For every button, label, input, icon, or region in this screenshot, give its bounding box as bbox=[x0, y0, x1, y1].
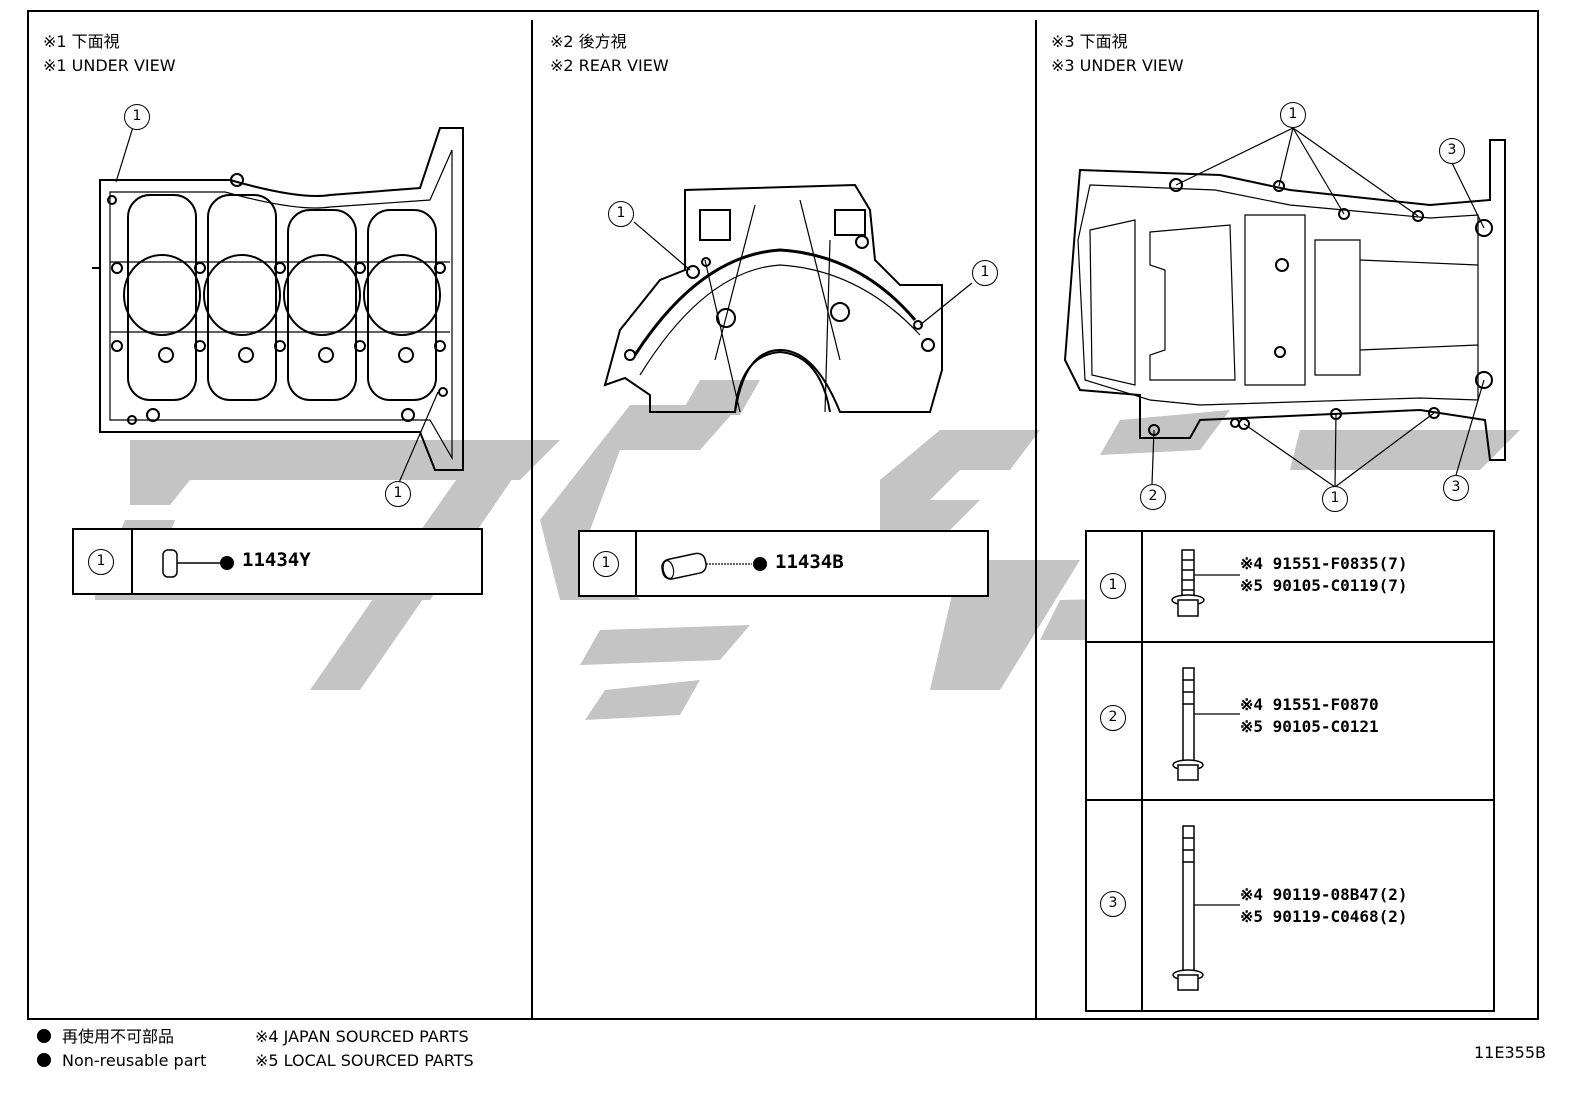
legend-note-4: ※4 JAPAN SOURCED PARTS bbox=[255, 1027, 469, 1046]
bolt-2-part-line1: ※4 91551-F0870 bbox=[1240, 695, 1379, 714]
figure-id: 11E355B bbox=[1474, 1043, 1546, 1062]
panel1-header-en: ※1 UNDER VIEW bbox=[43, 56, 176, 75]
callout-1: 1 bbox=[1322, 486, 1348, 512]
panel3-header-en: ※3 UNDER VIEW bbox=[1051, 56, 1184, 75]
bolt-3-part-line1: ※4 90119-08B47(2) bbox=[1240, 885, 1408, 904]
callout-1: 1 bbox=[972, 260, 998, 286]
part-table-panel2 bbox=[578, 530, 989, 597]
callout-3: 3 bbox=[1439, 138, 1465, 164]
part-table-panel1 bbox=[72, 528, 483, 595]
panel2-header-ja: ※2 後方視 bbox=[550, 32, 627, 51]
legend-non-reusable-ja: 再使用不可部品 bbox=[62, 1027, 175, 1046]
legend-non-reusable-en: Non-reusable part bbox=[62, 1051, 207, 1070]
legend-note-5: ※5 LOCAL SOURCED PARTS bbox=[255, 1051, 474, 1070]
diagram-frame bbox=[27, 10, 1539, 1020]
bolt-2-part-line2: ※5 90105-C0121 bbox=[1240, 717, 1379, 736]
ref-circle: 1 bbox=[88, 549, 114, 575]
panel1-header-ja: ※1 下面視 bbox=[43, 32, 120, 51]
bolt-3-part-line2: ※5 90119-C0468(2) bbox=[1240, 907, 1408, 926]
panel3-header-ja: ※3 下面視 bbox=[1051, 32, 1128, 51]
bolt-1-part-line1: ※4 91551-F0835(7) bbox=[1240, 554, 1408, 573]
callout-3: 3 bbox=[1443, 475, 1469, 501]
ref-circle: 1 bbox=[593, 551, 619, 577]
callout-1: 1 bbox=[608, 201, 634, 227]
ref-circle: 2 bbox=[1100, 705, 1126, 731]
ref-circle: 1 bbox=[1100, 573, 1126, 599]
part-number: 11434B bbox=[775, 551, 844, 573]
callout-1: 1 bbox=[124, 104, 150, 130]
callout-1: 1 bbox=[1280, 102, 1306, 128]
panel2-header-en: ※2 REAR VIEW bbox=[550, 56, 669, 75]
callout-2: 2 bbox=[1140, 484, 1166, 510]
non-reusable-bullet-icon bbox=[37, 1029, 51, 1043]
panel-divider bbox=[531, 20, 533, 1020]
non-reusable-bullet-icon bbox=[37, 1053, 51, 1067]
panel-divider bbox=[1035, 20, 1037, 1020]
callout-1: 1 bbox=[385, 481, 411, 507]
ref-circle: 3 bbox=[1100, 891, 1126, 917]
part-number: 11434Y bbox=[242, 549, 311, 571]
bolt-1-part-line2: ※5 90105-C0119(7) bbox=[1240, 576, 1408, 595]
bolt-table bbox=[1085, 530, 1495, 1012]
